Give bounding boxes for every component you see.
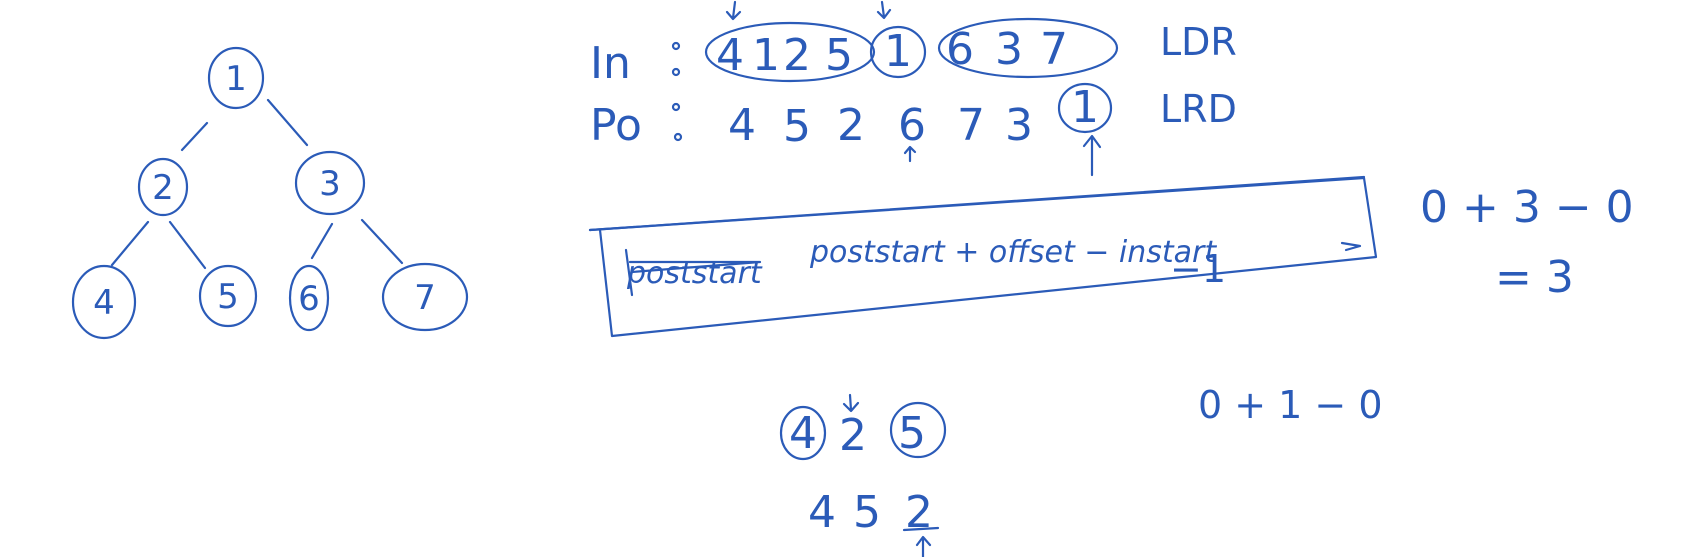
postorder-value: 7 xyxy=(957,100,985,151)
tree-node-label: 7 xyxy=(414,278,436,318)
tree-node-label: 5 xyxy=(217,277,239,317)
inorder-value: 5 xyxy=(825,30,853,81)
tree-node-circle xyxy=(381,262,469,332)
pointer-arrow xyxy=(903,145,917,163)
sub-postorder-value: 5 xyxy=(853,487,881,538)
tree-node-label: 3 xyxy=(319,164,341,204)
postorder-order-name: LRD xyxy=(1160,87,1237,131)
sub-node-circle xyxy=(779,405,827,461)
postorder-root-circle xyxy=(1057,82,1113,134)
binary-tree: 1 2 3 4 5 6 7 xyxy=(71,46,469,340)
formula-minus-one: −1 xyxy=(1170,247,1226,291)
inorder-value: 6 xyxy=(946,24,974,75)
inorder-root-circle xyxy=(869,25,927,79)
pointer-arrow xyxy=(1082,134,1102,177)
colon-dot xyxy=(671,67,681,77)
calculation-1: 0 + 3 − 0 = 3 xyxy=(1420,182,1634,303)
sub-inorder-value: 2 xyxy=(839,410,867,461)
tree-node-circle xyxy=(207,46,265,110)
formula-arrow-mark xyxy=(1340,241,1362,252)
underline xyxy=(902,526,940,532)
inorder-value: 4 xyxy=(716,30,744,81)
inorder-order-name: LDR xyxy=(1160,20,1237,64)
colon-dot xyxy=(671,41,681,51)
subproblem: 4 2 5 4 5 2 xyxy=(779,393,947,557)
inorder-root: 1 xyxy=(884,26,912,77)
tree-node-circle xyxy=(71,264,137,340)
inorder-value: 3 xyxy=(995,24,1023,75)
postorder-label: Po xyxy=(590,100,642,151)
tree-node-circle xyxy=(198,264,258,328)
postorder-row: Po 4 5 2 6 7 3 1 LRD xyxy=(590,82,1237,177)
inorder-value: 1 xyxy=(752,30,780,81)
tree-edge xyxy=(310,222,334,260)
tree-edge xyxy=(168,220,207,270)
left-subtree-group xyxy=(704,21,876,83)
tree-node-label: 2 xyxy=(152,168,174,208)
tree-node-circle xyxy=(137,157,189,217)
postorder-root: 1 xyxy=(1071,82,1099,133)
colon-dot xyxy=(673,132,683,142)
tree-edge xyxy=(110,220,150,267)
right-subtree-group xyxy=(937,17,1119,79)
tree-node-circle xyxy=(288,264,330,332)
strike-mark xyxy=(624,248,762,297)
inorder-label: In xyxy=(590,38,631,89)
inorder-value: 2 xyxy=(783,30,811,81)
formula-text: poststart + offset − instart xyxy=(809,235,1217,270)
tree-node-label: 6 xyxy=(298,279,320,319)
postorder-value: 5 xyxy=(783,101,811,152)
calc1-line1: 0 + 3 − 0 xyxy=(1420,182,1634,233)
pointer-arrow xyxy=(876,0,892,20)
postorder-value: 2 xyxy=(837,100,865,151)
tree-edge xyxy=(266,98,309,147)
tree-node-label: 1 xyxy=(225,59,247,99)
sub-inorder-value: 5 xyxy=(898,408,926,459)
sub-node-circle xyxy=(889,401,947,459)
sub-postorder-value: 4 xyxy=(808,487,836,538)
tree-edge xyxy=(180,121,209,152)
tree-node-circle xyxy=(294,150,366,216)
inorder-row: In 4 1 2 5 1 6 3 7 LDR xyxy=(590,0,1237,89)
inorder-value: 7 xyxy=(1040,24,1068,75)
postorder-value: 6 xyxy=(898,100,926,151)
colon-dot xyxy=(671,102,681,112)
calc1-line2: = 3 xyxy=(1495,252,1574,303)
postorder-value: 3 xyxy=(1005,100,1033,151)
pointer-arrow xyxy=(725,0,742,21)
formula-box-extra-line xyxy=(588,175,1366,232)
pointer-arrow xyxy=(842,393,860,413)
tree-node-label: 4 xyxy=(93,283,115,323)
calc2-line1: 0 + 1 − 0 xyxy=(1198,383,1383,427)
sub-inorder-value: 4 xyxy=(789,408,817,459)
tree-edge xyxy=(360,218,404,265)
calculation-2: 0 + 1 − 0 xyxy=(1198,383,1383,427)
postorder-value: 4 xyxy=(728,100,756,151)
pointer-arrow xyxy=(915,535,932,557)
formula-box: poststart poststart + offset − instart −… xyxy=(588,175,1378,338)
